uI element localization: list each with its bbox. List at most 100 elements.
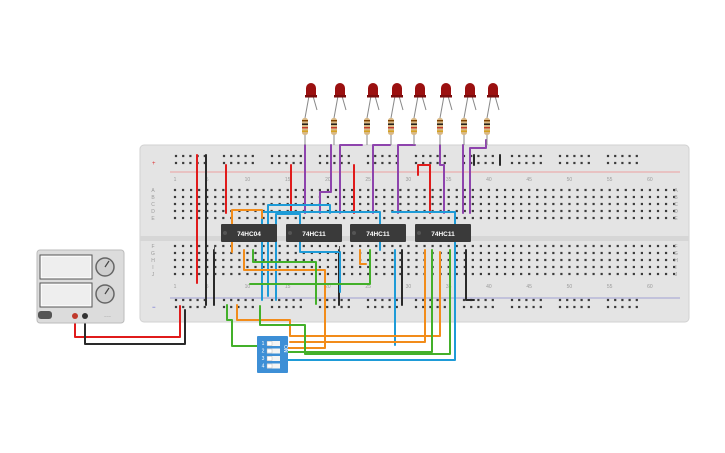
chip-74hc11-2[interactable]: 74HC11	[350, 224, 406, 242]
signal-wire-orange-3[interactable]	[243, 249, 326, 349]
row-letter: H	[151, 258, 155, 264]
power-switch[interactable]	[38, 311, 52, 319]
signal-wire-green-3[interactable]	[249, 249, 371, 285]
led-8[interactable]	[486, 83, 500, 145]
signal-wire-green-1[interactable]	[226, 304, 261, 347]
column-number: 10	[245, 284, 251, 290]
resistor-3[interactable]	[364, 118, 370, 135]
pin-stubs	[214, 246, 340, 252]
led-5[interactable]	[413, 83, 427, 145]
chip-74hc04[interactable]: 74HC04	[221, 224, 277, 242]
positive-terminal[interactable]	[72, 313, 78, 319]
signal-wire-orange-5[interactable]	[289, 249, 426, 343]
led-3[interactable]	[366, 83, 380, 145]
row-letter: D	[151, 209, 155, 215]
resistor-6[interactable]	[437, 118, 443, 135]
dip-key-1[interactable]	[267, 341, 280, 346]
led-1[interactable]	[304, 83, 318, 145]
vcc-wire-5[interactable]	[417, 164, 431, 214]
output-wire-purple-5[interactable]	[397, 144, 416, 214]
column-number: 15	[285, 177, 291, 183]
column-number: 10	[245, 177, 251, 183]
column-number: 50	[567, 284, 573, 290]
row-letter: A	[674, 188, 678, 194]
column-number: 15	[285, 284, 291, 290]
column-number: 40	[486, 177, 492, 183]
signal-wire-green-4[interactable]	[279, 249, 433, 353]
row-letter: I	[675, 265, 676, 271]
column-number: 20	[325, 177, 331, 183]
chip-74hc11-3[interactable]: 74HC11	[415, 224, 471, 242]
row-letter: F	[674, 244, 677, 250]
dip-number: 3	[262, 356, 265, 362]
dip-switch[interactable]: ON 1 23 4	[257, 336, 288, 373]
row-letter: H	[674, 258, 678, 264]
dip-key-2[interactable]	[267, 348, 280, 354]
supply-brand: ~~~	[104, 314, 112, 319]
resistor-5[interactable]	[411, 118, 417, 135]
row-letter: D	[674, 209, 678, 215]
output-wire-purple-6[interactable]	[439, 144, 445, 214]
led-4[interactable]	[390, 83, 404, 145]
signal-wire-cyan-6[interactable]	[279, 249, 456, 361]
resistor-4[interactable]	[388, 118, 394, 135]
column-number: 20	[325, 284, 331, 290]
column-number: 60	[647, 284, 653, 290]
power-wire-red[interactable]	[74, 305, 181, 338]
power-wire-black[interactable]	[84, 309, 186, 345]
resistor-8[interactable]	[484, 118, 490, 135]
column-number: 55	[607, 284, 613, 290]
chip-label: 74HC11	[302, 231, 326, 238]
resistor-2[interactable]	[331, 118, 337, 135]
column-number: 1	[174, 284, 177, 290]
gnd-wire-5[interactable]	[465, 249, 475, 301]
signal-wire-cyan-1[interactable]	[267, 204, 331, 297]
row-letter: J	[152, 272, 155, 278]
row-letter: A	[151, 188, 155, 194]
column-number: 30	[406, 284, 412, 290]
led-6[interactable]	[439, 83, 453, 145]
chip-label: 74HC04	[237, 231, 261, 238]
negative-terminal[interactable]	[82, 313, 88, 319]
row-letter: C	[151, 202, 155, 208]
row-letter: G	[674, 251, 678, 257]
column-number: 60	[647, 177, 653, 183]
column-number: 35	[446, 284, 452, 290]
column-number: 35	[446, 177, 452, 183]
row-letter: J	[675, 272, 678, 278]
dip-key-4[interactable]	[267, 363, 280, 369]
led-2[interactable]	[333, 83, 347, 145]
output-wire-purple-4[interactable]	[372, 144, 391, 214]
resistor-7[interactable]	[461, 118, 467, 135]
dip-number: 4	[262, 364, 265, 370]
signal-wire-green-5[interactable]	[259, 249, 451, 355]
chip-74hc11-1[interactable]: 74HC11	[286, 224, 342, 242]
row-letter: C	[674, 202, 678, 208]
signal-wire-orange-4[interactable]	[359, 249, 367, 265]
power-supply[interactable]: ~~~	[36, 249, 125, 324]
column-number: 40	[486, 284, 492, 290]
resistor-1[interactable]	[302, 118, 308, 135]
column-number: 55	[607, 177, 613, 183]
column-number: 5	[206, 284, 209, 290]
output-wire-purple-2[interactable]	[319, 144, 332, 214]
row-letter: F	[151, 244, 154, 250]
column-number: 5	[206, 177, 209, 183]
row-letter: E	[151, 216, 155, 222]
rail-plus-label: +	[152, 161, 156, 167]
dip-key-3[interactable]	[267, 356, 280, 361]
dip-number: 1	[262, 341, 265, 347]
row-letter: B	[674, 195, 678, 201]
signal-wire-orange-2[interactable]	[236, 251, 441, 337]
column-number: 50	[567, 177, 573, 183]
dip-number: 2	[262, 349, 265, 355]
output-wire-purple-3[interactable]	[339, 144, 363, 214]
output-wire-purple-8[interactable]	[469, 139, 487, 214]
row-letter: G	[151, 251, 155, 257]
led-7[interactable]	[463, 83, 477, 145]
dip-on-label: ON	[282, 345, 288, 353]
chip-label: 74HC11	[431, 231, 455, 238]
